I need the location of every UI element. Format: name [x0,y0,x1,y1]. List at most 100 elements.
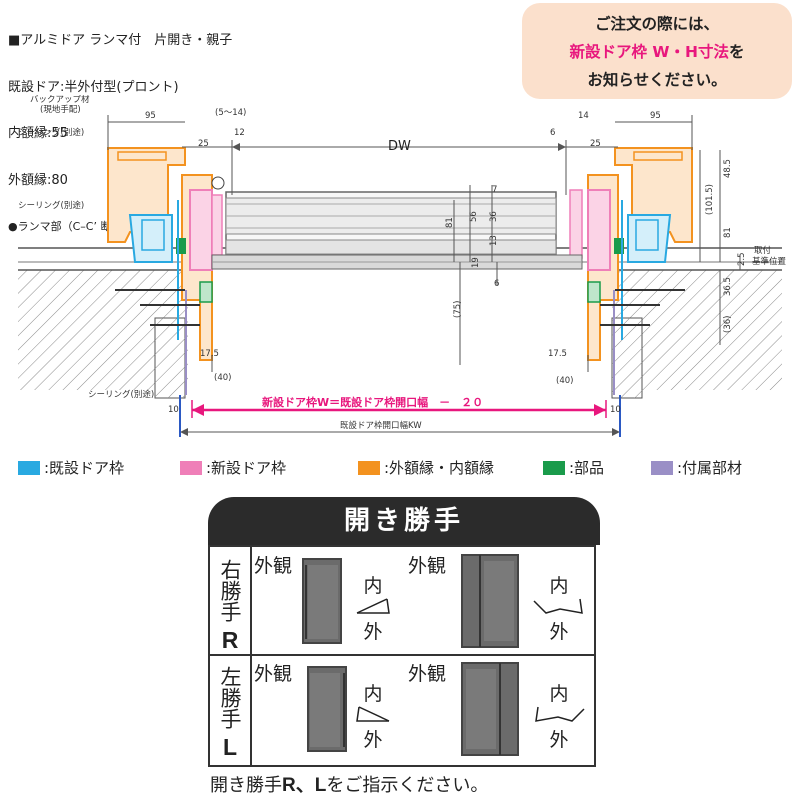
opening-grid: 右勝手 R 左勝手 L 外観 内 外 外観 内 外 外観 内 外 外観 [208,545,596,767]
footer-codes: R、L [282,775,327,796]
exterior-label: 外観 [408,663,447,685]
legend-label: :既設ドア枠 [44,459,125,477]
dim-75: (75) [453,301,463,318]
left-frame-assembly [107,147,225,395]
legend-swatch [651,460,673,475]
dim-40-right: (40) [556,376,573,386]
inside-label: 内 [549,575,569,597]
legend-label: :外額縁・内額縁 [384,459,495,477]
dim-6-mid: 6 [494,279,499,289]
notice-highlight: 新設ドア枠 W・H寸法 [569,43,729,61]
dim-14: 14 [578,111,589,121]
single-door-right-icon [302,558,342,644]
footer-post: をご指示ください。 [326,775,489,796]
dim-56: 56 [469,211,479,222]
notice-line-1: ご注文の際には、 [594,15,719,33]
swing-double-left-icon [535,706,585,722]
left-hand-code: L [222,734,238,760]
dim-101-5: (101.5) [705,184,715,215]
ref-label-1: 取付 [754,245,772,256]
formula-arrowhead-left [192,404,204,416]
kw-label: 既設ドア枠開口幅KW [340,420,422,431]
dim-17-5-right: 17.5 [548,349,567,359]
notice-line-2: 新設ドア枠 W・H寸法を [522,38,792,66]
double-door-right-icon [461,554,519,648]
dim-dw: DW [388,139,411,154]
legend-item-new-frame: :新設ドア枠 [180,457,286,478]
right-hand-label: 右勝手 R [218,559,242,653]
ref-label-2: 基準位置 [752,256,787,267]
sealing-label-2: シーリング(別途) [18,200,84,211]
notice-line-3: お知らせください。 [587,71,727,89]
footer-instruction: 開き勝手R、Lをご指示ください。 [210,770,488,797]
dim-25-right: 25 [590,139,601,149]
dim-81a: 81 [445,217,455,228]
legend-item-trim: :外額縁・内額縁 [358,457,494,478]
exterior-label: 外観 [254,663,293,685]
dim-12: 12 [234,128,245,138]
dim-7: 7 [492,185,497,195]
dim-17-5-left: 17.5 [200,349,219,359]
formula-arrowhead-right [594,404,606,416]
double-door-left-icon [461,662,519,756]
color-legend: :既設ドア枠 :新設ドア枠 :外額縁・内額縁 :部品 :付属部材 [18,457,788,479]
backup-note: (現地手配) [40,104,81,115]
notice-line-2-rest: を [728,43,745,61]
dim-2-5: 2.5 [737,252,747,266]
legend-swatch [543,460,565,475]
swing-single-right-icon [356,598,390,614]
sealing-label-1: シーリング(別途) [18,127,84,138]
order-notice: ご注文の際には、 新設ドア枠 W・H寸法を お知らせください。 [522,3,792,99]
swing-double-right-icon [533,598,583,614]
dim-6-top: 6 [550,128,555,138]
legend-label: :付属部材 [677,459,743,477]
dim-95-right: 95 [650,111,661,121]
backup-label: バックアップ材 [30,95,90,105]
dim-36-paren: (36) [723,316,733,333]
exterior-label: 外観 [254,555,293,577]
legend-swatch [180,460,202,475]
dim-40-left: (40) [214,373,231,383]
spec-existing-door: 既設ドア:半外付型(プロント) [8,79,179,95]
right-hand-code: R [221,627,239,653]
footer-pre: 開き勝手 [210,775,282,796]
legend-swatch [358,460,380,475]
formula-label: 新設ドア枠W＝既設ドア枠開口幅 － ２０ [262,395,483,409]
transom-panel [211,191,583,270]
dim-95-left: 95 [145,111,156,121]
dim-81b: 81 [723,227,733,238]
single-door-left-icon [307,666,347,752]
inside-label: 内 [549,683,569,705]
spec-inner-trim: 内額縁:55 [8,126,68,141]
outside-label: 外 [363,729,383,751]
dimension-lines [107,115,741,372]
dim-13: 13 [489,235,499,246]
spec-outer-trim: 外額縁:80 [8,172,68,188]
legend-item-existing-frame: :既設ドア枠 [18,457,124,478]
exterior-label: 外観 [408,555,447,577]
inside-label: 内 [363,575,383,597]
section-drawing: バックアップ材 (現地手配) シーリング(別途) シーリング(別途) シーリング… [18,95,787,437]
outside-label: 外 [363,621,383,643]
dim-5-14: (5〜14) [215,108,246,118]
outside-label: 外 [549,621,569,643]
dim-10-left: 10 [168,405,179,415]
inside-label: 内 [363,683,383,705]
dimension-arrows [232,143,566,151]
swing-single-left-icon [356,706,390,722]
right-frame-assembly [569,147,693,395]
spec-title: ■アルミドア ランマ付 片開き・親子 [8,33,233,48]
dim-19: 19 [471,257,481,268]
dim-36-5: 36.5 [723,277,733,296]
opening-title: 開き勝手 [208,497,600,545]
dim-10-right: 10 [610,405,621,415]
dim-25-left: 25 [198,139,209,149]
legend-label: :新設ドア枠 [206,459,287,477]
dim-36: 36 [489,211,499,222]
left-hand-label: 左勝手 L [218,666,242,760]
legend-item-accessories: :付属部材 [651,457,742,478]
legend-item-parts: :部品 [543,457,604,478]
sealing-label-3: シーリング(別途) [88,389,154,400]
outside-label: 外 [549,729,569,751]
dim-48-5: 48.5 [723,159,733,178]
